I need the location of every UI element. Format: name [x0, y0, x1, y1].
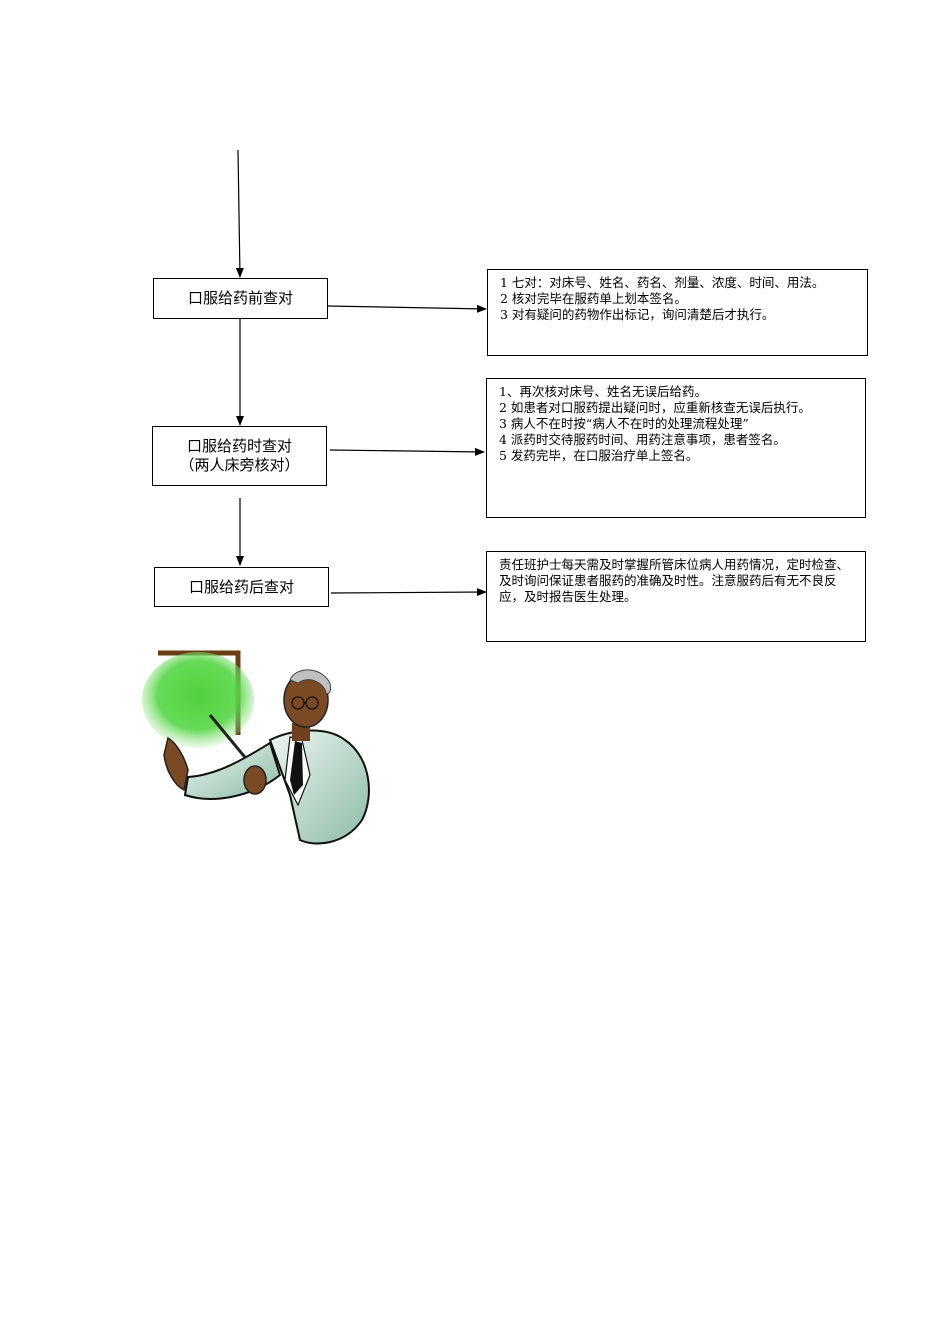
note-line: 1 七对：对床号、姓名、药名、剂量、浓度、时间、用法。: [500, 275, 857, 291]
note-line: 4 派药时交待服药时间、用药注意事项，患者签名。: [499, 432, 855, 448]
note-box-before: 1 七对：对床号、姓名、药名、剂量、浓度、时间、用法。 2 核对完毕在服药单上划…: [487, 269, 868, 356]
note-line: 2 核对完毕在服药单上划本签名。: [500, 291, 857, 307]
step-sublabel: （两人床旁核对）: [179, 456, 299, 475]
step-box-after: 口服给药后查对: [154, 567, 329, 607]
note-line: 5 发药完毕，在口服治疗单上签名。: [499, 448, 855, 464]
step-label: 口服给药时查对: [187, 437, 292, 456]
note-line: 2 如患者对口服药提出疑问时，应重新核查无误后执行。: [499, 400, 855, 416]
step-label: 口服给药前查对: [188, 289, 293, 308]
note-line: 3 对有疑问的药物作出标记，询问清楚后才执行。: [500, 307, 857, 323]
note-line: 责任班护士每天需及时掌握所管床位病人用药情况，定时检查、及时询问保证患者服药的准…: [499, 557, 855, 605]
arrow-step3-to-note3: [331, 592, 486, 593]
note-box-after: 责任班护士每天需及时掌握所管床位病人用药情况，定时检查、及时询问保证患者服药的准…: [486, 551, 866, 642]
step-label: 口服给药后查对: [189, 578, 294, 597]
note-box-during: 1、再次核对床号、姓名无误后给药。 2 如患者对口服药提出疑问时，应重新核查无误…: [486, 378, 866, 518]
teacher-pointing-at-board-clipart: [140, 645, 380, 850]
step-box-before: 口服给药前查对: [153, 278, 328, 319]
arrow-step1-to-note1: [328, 306, 486, 309]
arrow-step2-to-note2: [330, 450, 484, 452]
arrow-entry: [238, 150, 240, 277]
note-line: 1、再次核对床号、姓名无误后给药。: [499, 384, 855, 400]
note-line: 3 病人不在时按“病人不在时的处理流程处理”: [499, 416, 855, 432]
step-box-during: 口服给药时查对 （两人床旁核对）: [152, 426, 327, 486]
